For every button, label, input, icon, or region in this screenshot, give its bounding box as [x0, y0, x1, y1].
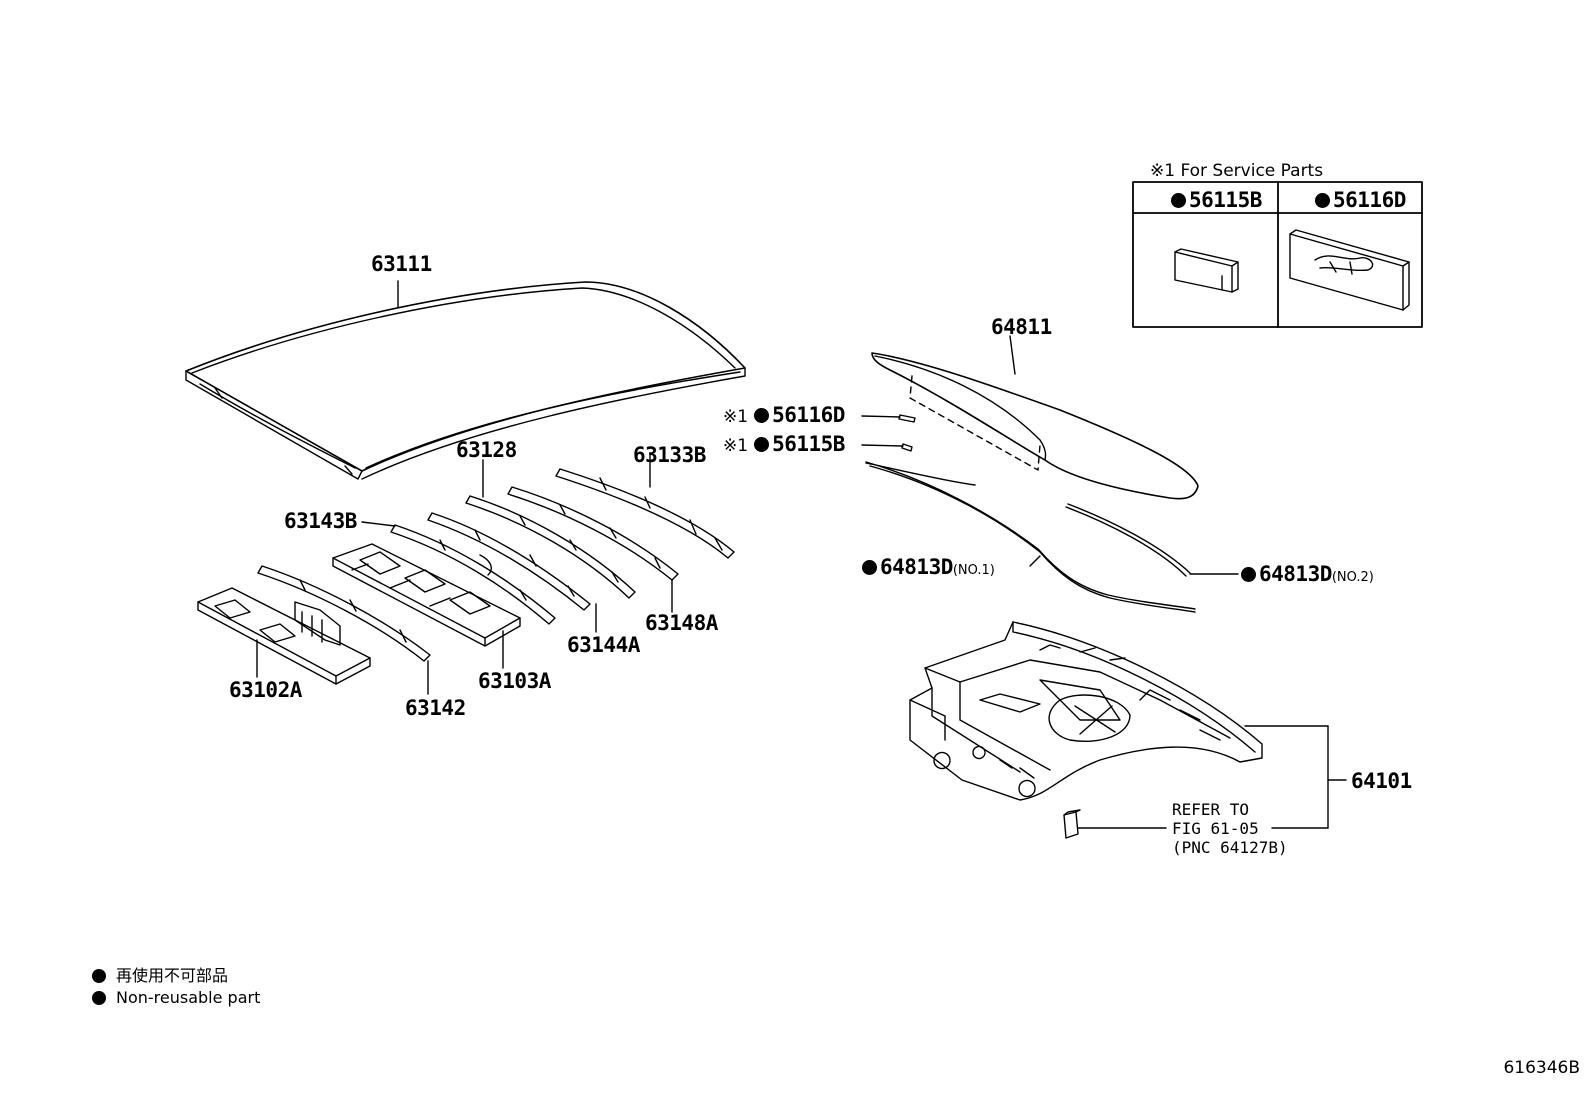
non-reusable-dot-icon — [1241, 567, 1256, 582]
clip-64127b — [1063, 809, 1329, 839]
non-reusable-dot-icon — [754, 408, 770, 423]
callout-63103a: 63103A — [478, 669, 551, 693]
clip-56115b — [861, 443, 913, 452]
non-reusable-dot-icon — [92, 969, 106, 983]
back-panel-64101 — [909, 621, 1347, 829]
legend-english: Non-reusable part — [92, 988, 260, 1007]
non-reusable-dot-icon — [1315, 193, 1330, 208]
callout-63111: 63111 — [371, 252, 432, 276]
roof-panel-63111 — [185, 280, 746, 480]
reference-note: REFER TO FIG 61-05 (PNC 64127B) — [1172, 800, 1288, 857]
back-window-glass-64811 — [871, 335, 1199, 500]
callout-64101: 64101 — [1351, 769, 1412, 793]
non-reusable-dot-icon — [1171, 193, 1186, 208]
callout-63143b: 63143B — [284, 509, 357, 533]
roof-header-63102a — [197, 587, 371, 685]
roof-bow-63133b — [555, 454, 735, 559]
callout-63148a: 63148A — [645, 611, 718, 635]
reinforcement-63103a — [332, 543, 521, 669]
figure-id: 616346B — [1503, 1058, 1580, 1078]
clip-56115b-illustration — [1174, 248, 1239, 293]
callout-64813d-no2: 64813D(NO.2) — [1241, 563, 1374, 589]
callout-63128: 63128 — [456, 438, 517, 462]
roof-bow-63128 — [465, 459, 636, 599]
roof-bow-63144a — [427, 512, 597, 633]
callout-64811: 64811 — [991, 315, 1052, 339]
service-parts-title: ※1 For Service Parts — [1150, 161, 1324, 181]
clip-56116d-illustration — [1289, 229, 1410, 311]
non-reusable-dot-icon — [754, 437, 770, 452]
callout-64813d-no1: 64813D(NO.1) — [862, 556, 995, 582]
roof-bow-63148a — [507, 486, 679, 613]
legend-japanese: 再使用不可部品 — [92, 962, 228, 986]
callout-63133b: 63133B — [633, 443, 706, 467]
callout-63144a: 63144A — [567, 633, 640, 657]
molding-64813d-no1 — [865, 461, 1196, 613]
non-reusable-dot-icon — [862, 560, 877, 575]
callout-63102a: 63102A — [229, 678, 302, 702]
roof-bow-63143b — [361, 521, 556, 625]
roof-bow-63142 — [257, 565, 431, 695]
non-reusable-dot-icon — [92, 991, 106, 1005]
molding-64813d-no2 — [1065, 503, 1239, 577]
service-part-56116d-label: 56116D — [1315, 189, 1406, 211]
clip-56116d — [861, 414, 916, 423]
service-parts-box — [1132, 181, 1423, 328]
callout-63142: 63142 — [405, 696, 466, 720]
service-part-56115b-label: 56115B — [1171, 189, 1262, 211]
